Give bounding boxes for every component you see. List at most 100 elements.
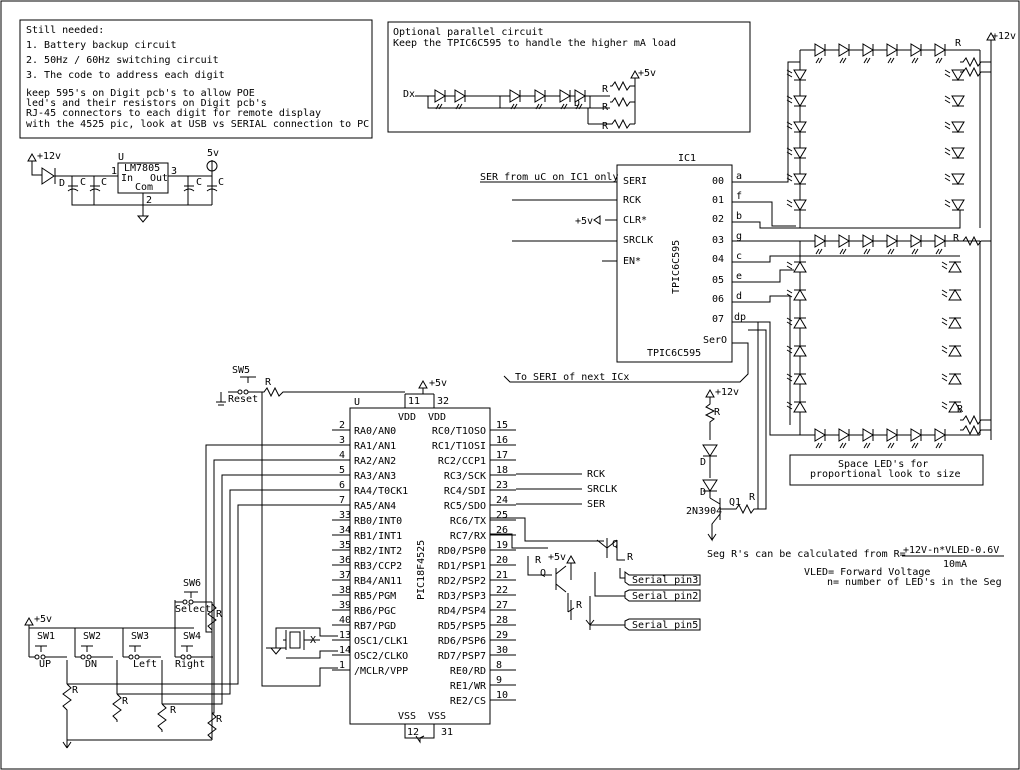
- wire: [732, 269, 794, 283]
- optional-input-label: Dx: [403, 89, 415, 100]
- mcu-pin-label: RC1/T1OSI: [432, 441, 486, 452]
- led-icon: [435, 90, 446, 110]
- crystal-icon: [283, 630, 320, 650]
- mcu-pin-label: RB2/INT2: [354, 546, 402, 557]
- mcu-pin-number: 35: [339, 540, 351, 551]
- select-button-icon[interactable]: [175, 591, 212, 603]
- led-icon: [944, 199, 964, 211]
- led-icon: [793, 345, 807, 357]
- pin-number: 32: [437, 396, 449, 407]
- shift-pin-label: SerO: [703, 335, 727, 346]
- led-icon: [935, 429, 946, 449]
- mcu-pin-label: RA5/AN4: [354, 501, 396, 512]
- push-button-icon: [175, 645, 213, 658]
- mcu-pin-number: 3: [339, 435, 345, 446]
- pin-number: 3: [171, 166, 177, 177]
- select-label: Select: [175, 604, 211, 615]
- wire: [71, 176, 213, 206]
- led-icon: [786, 199, 806, 211]
- ser-out-label: To SERI of next ICx: [515, 372, 629, 383]
- led-icon: [839, 235, 850, 255]
- pin-number: 12: [407, 727, 419, 738]
- resistor-label: R: [749, 492, 756, 503]
- resistor-zigzag: [610, 78, 636, 124]
- mcu-part: PIC18F4525: [416, 540, 427, 600]
- display-note-box: [789, 454, 984, 486]
- diode-label: D: [59, 178, 65, 189]
- led-icon: [815, 235, 826, 255]
- shift-pin-label: 06: [712, 294, 724, 305]
- mcu-pin-number: 39: [339, 600, 351, 611]
- display-note: Space LED's for: [838, 459, 928, 470]
- mcu-pin-label: RA2/AN2: [354, 456, 396, 467]
- wire: [490, 517, 604, 549]
- shift-register-box: [616, 164, 733, 363]
- led-icon: [886, 428, 898, 442]
- wire: [480, 181, 617, 262]
- resistor-zigzag: [960, 235, 991, 247]
- mcu-pin-number: 24: [496, 495, 508, 506]
- capacitor-label: C: [101, 177, 107, 188]
- reset-button-icon[interactable]: [228, 376, 260, 393]
- optional-title: Optional parallel circuit: [393, 27, 544, 38]
- led-icon: [948, 261, 962, 273]
- resistor-zigzag: [260, 386, 405, 398]
- led-icon: [793, 261, 807, 273]
- shift-pin-label: 07: [712, 314, 724, 325]
- switch-contact-icon: [134, 654, 140, 660]
- wire: [732, 201, 796, 227]
- led-icon: [838, 43, 850, 57]
- led-icon: [941, 261, 961, 270]
- mcu-pin-number: 6: [339, 480, 345, 491]
- led-icon: [786, 373, 806, 382]
- diode-icon: [702, 479, 718, 492]
- mcu-pin-number: 2: [339, 420, 345, 431]
- mcu-pin-label: RA0/AN0: [354, 426, 396, 437]
- led-icon: [944, 147, 964, 159]
- resistor-zigzag: [587, 108, 635, 130]
- led-icon: [786, 147, 806, 159]
- mcu-pin-label: RD3/PSP3: [438, 591, 486, 602]
- led-icon: [535, 90, 546, 110]
- switch-ref: SW4: [183, 631, 201, 642]
- mcu-pin-number: 20: [496, 555, 508, 566]
- mcu-pin-label: RB5/PGM: [354, 591, 396, 602]
- transistor-label: Q: [540, 568, 546, 579]
- wire: [500, 95, 610, 109]
- supply-arrow-icon: [566, 554, 576, 564]
- mcu-pin-number: 27: [496, 600, 508, 611]
- notes-remark: RJ-45 connectors to each digit for remot…: [26, 108, 321, 119]
- led-icon: [793, 289, 807, 301]
- mcu-pin-label: RB3/CCP2: [354, 561, 402, 572]
- mcu-pin-number: 28: [496, 615, 508, 626]
- led-icon: [886, 43, 898, 57]
- resistor-label: R: [216, 609, 223, 620]
- led-icon: [941, 345, 961, 354]
- crystal-icon: [289, 631, 301, 649]
- regulator-pin-in: In: [121, 173, 133, 184]
- led-icon: [786, 121, 806, 133]
- wire: [732, 210, 961, 229]
- regulator-ref: U: [118, 152, 124, 163]
- diode-icon: [702, 444, 718, 457]
- segment-label: f: [736, 191, 742, 202]
- mcu-pin-label: RA4/T0CK1: [354, 486, 408, 497]
- wire: [62, 602, 213, 749]
- net-label: RCK: [587, 469, 605, 480]
- led-icon: [815, 44, 826, 64]
- segment-label: g: [736, 231, 742, 242]
- led-icon: [534, 89, 546, 103]
- wire: [261, 392, 338, 687]
- mcu-pin-number: 17: [496, 450, 508, 461]
- crystal-label: X: [310, 635, 316, 646]
- resistor-zigzag: [62, 683, 72, 713]
- switch-label: Left: [133, 659, 157, 670]
- mcu-supply-label: +5v: [429, 378, 447, 389]
- mcu-pin-number: 30: [496, 645, 508, 656]
- led-icon: [862, 234, 874, 248]
- pin-number: 1: [111, 166, 117, 177]
- resistor-zigzag: [157, 703, 167, 732]
- mcu-pin-number: 40: [339, 615, 351, 626]
- shift-register-part-vertical: TPIC6C595: [671, 240, 682, 294]
